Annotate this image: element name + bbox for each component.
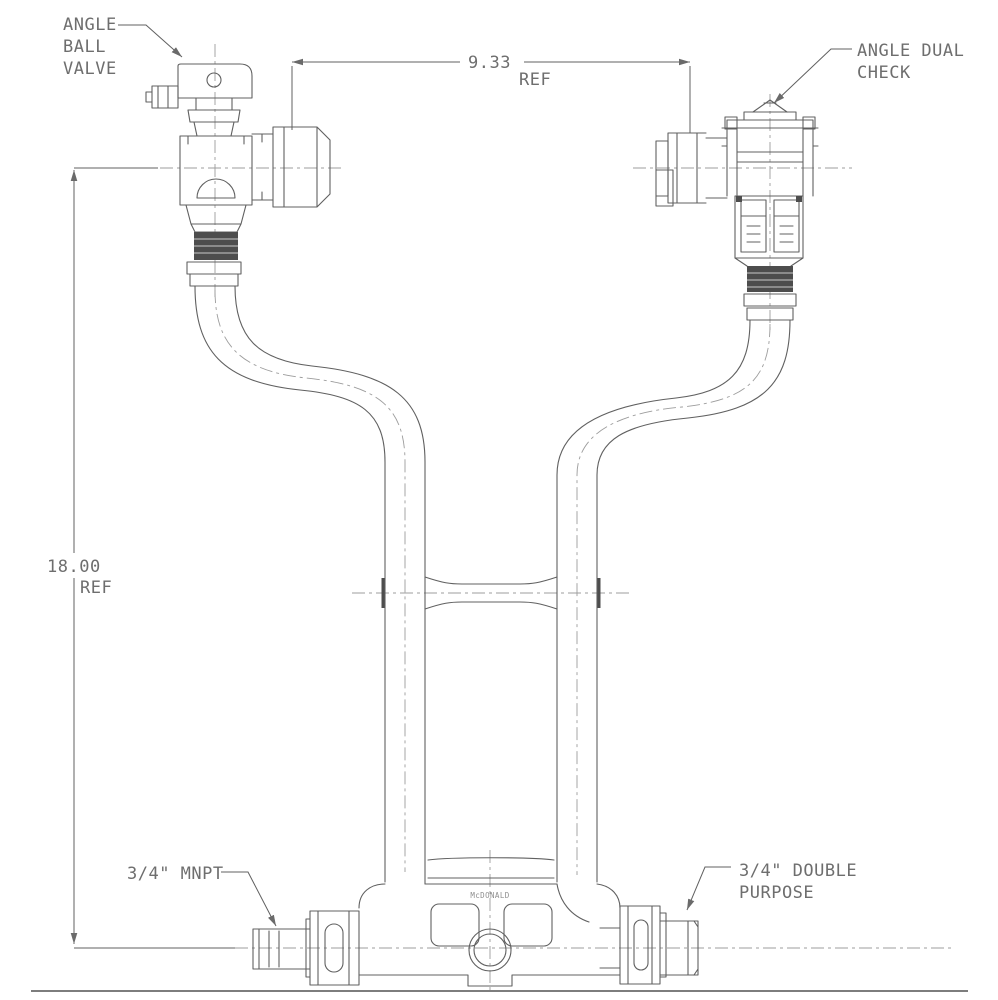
left-riser-inner-edge xyxy=(234,285,426,885)
double-purpose-fitting xyxy=(659,912,699,978)
angle-ball-valve-label-line3: VALVE xyxy=(63,59,117,79)
meter-hub-outer xyxy=(468,928,512,972)
right-riser-outer-edge xyxy=(596,319,791,883)
bonnet-stem xyxy=(187,97,241,137)
callout-angle-dual-check: ANGLE DUAL CHECK xyxy=(773,41,964,104)
mnpt-leader xyxy=(221,871,277,927)
check-body xyxy=(721,127,819,197)
angle-dual-check-drawing xyxy=(655,99,819,321)
callout-double-purpose: 3/4" DOUBLE PURPOSE xyxy=(686,861,857,911)
angle-dual-check-label-line2: CHECK xyxy=(857,63,911,83)
dim-height-ref: REF xyxy=(80,578,112,598)
check-cap xyxy=(743,99,797,121)
dim-width-value: 9.33 xyxy=(468,53,511,73)
right-elbow xyxy=(556,883,621,969)
centerlines xyxy=(160,44,952,991)
right-coupling-nut xyxy=(619,905,661,985)
yoke-bar-bottom-edge xyxy=(358,974,621,987)
inlet-coupling-nut xyxy=(667,132,728,204)
angle-ball-valve-leader xyxy=(118,24,183,58)
dim-height-value: 18.00 xyxy=(47,557,101,577)
angle-dual-check-leader xyxy=(773,48,852,104)
brace-bottom-edge xyxy=(424,601,558,610)
dimension-height: 18.00 REF xyxy=(47,167,235,949)
left-elbow xyxy=(358,883,386,909)
mnpt-spud xyxy=(252,928,311,970)
thread-stripes-right xyxy=(747,272,793,288)
yoke-assembly: McDONALD xyxy=(252,857,699,987)
mnpt-label: 3/4" MNPT xyxy=(127,864,224,884)
valve-body xyxy=(179,135,253,206)
lockwing-flange xyxy=(177,63,253,99)
inlet-spud xyxy=(655,140,674,207)
yoke-panel-left xyxy=(430,903,480,947)
tail-coupling-rings xyxy=(186,261,242,287)
right-riser-pipe xyxy=(556,319,791,883)
tail-coupling-rings-right xyxy=(743,293,797,321)
dual-check-cartridges xyxy=(740,199,800,253)
seal-left xyxy=(736,196,742,202)
yoke-upper-web xyxy=(427,857,555,879)
meter-hub-inner xyxy=(473,933,507,967)
side-tab xyxy=(145,85,179,109)
tailpiece xyxy=(185,204,247,233)
double-purpose-label-line2: PURPOSE xyxy=(739,883,814,903)
left-riser-pipe xyxy=(194,285,426,885)
ball-element xyxy=(196,178,236,199)
check-chamber xyxy=(734,195,804,259)
lockwing-hole xyxy=(206,72,222,88)
right-riser-inner-edge xyxy=(556,319,751,883)
double-purpose-leader xyxy=(686,866,731,911)
brace-top-edge xyxy=(424,576,558,585)
body-taper xyxy=(734,257,804,267)
callout-angle-ball-valve: ANGLE BALL VALVE xyxy=(63,15,183,79)
left-riser-outer-edge xyxy=(194,285,386,883)
dim-width-ref: REF xyxy=(519,70,551,90)
left-coupling-nut xyxy=(305,910,360,986)
left-nut-slot xyxy=(324,923,344,973)
angle-ball-valve-label-line1: ANGLE xyxy=(63,15,117,35)
left-riser-centerline xyxy=(214,289,406,872)
angle-dual-check-label-line1: ANGLE DUAL xyxy=(857,41,964,61)
yoke-panel-right xyxy=(503,903,553,947)
dimension-width: 9.33 REF xyxy=(291,53,691,133)
callout-mnpt: 3/4" MNPT xyxy=(127,864,277,927)
threaded-section-right xyxy=(747,266,793,292)
angle-ball-valve-drawing xyxy=(145,63,331,287)
right-riser-centerline xyxy=(576,323,771,875)
outlet-stub xyxy=(251,133,274,201)
outlet-coupling-nut xyxy=(272,126,331,208)
seal-right xyxy=(796,196,802,202)
double-purpose-label-line1: 3/4" DOUBLE xyxy=(739,861,857,881)
thread-stripes xyxy=(194,238,238,254)
cross-brace xyxy=(381,576,601,610)
right-nut-slot xyxy=(633,919,649,971)
angle-ball-valve-label-line2: BALL xyxy=(63,37,106,57)
brand-casting-text: McDONALD xyxy=(470,891,509,900)
